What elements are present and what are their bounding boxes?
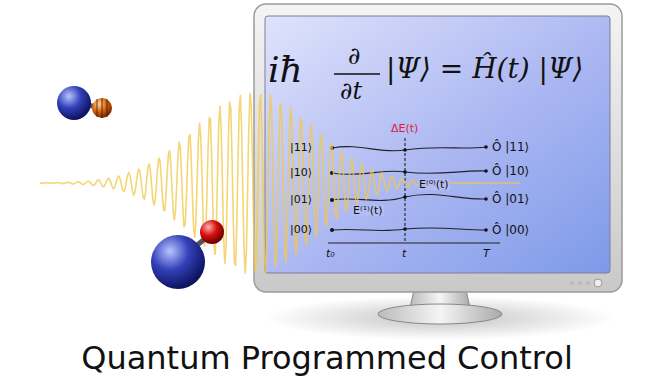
energy-label: E⁽⁰⁾(t) [418, 179, 450, 190]
output-label: Ô |11⟩ [492, 141, 529, 153]
time-label: T [483, 248, 490, 259]
caption: Quantum Programmed Control [81, 342, 573, 374]
energy-label: E⁽¹⁾(t) [352, 205, 384, 216]
state-label: |01⟩ [290, 194, 312, 205]
equation-part: ∂ [348, 44, 360, 68]
laser-pulse [40, 93, 520, 274]
energy-label: ΔE(t) [390, 123, 419, 134]
equation-part: |Ψ⟩ = Ĥ(t) |Ψ⟩ [386, 55, 584, 83]
time-label: t₀ [326, 248, 335, 259]
output-label: Ô |00⟩ [492, 224, 529, 236]
output-label: Ô |01⟩ [492, 193, 529, 205]
state-label: |11⟩ [290, 142, 312, 153]
output-label: Ô |10⟩ [492, 165, 529, 177]
equation-part: iħ [268, 52, 303, 88]
equation-part: ∂t [340, 79, 362, 103]
time-label: t [402, 248, 406, 259]
state-label: |10⟩ [290, 167, 312, 178]
state-label: |00⟩ [290, 224, 312, 235]
